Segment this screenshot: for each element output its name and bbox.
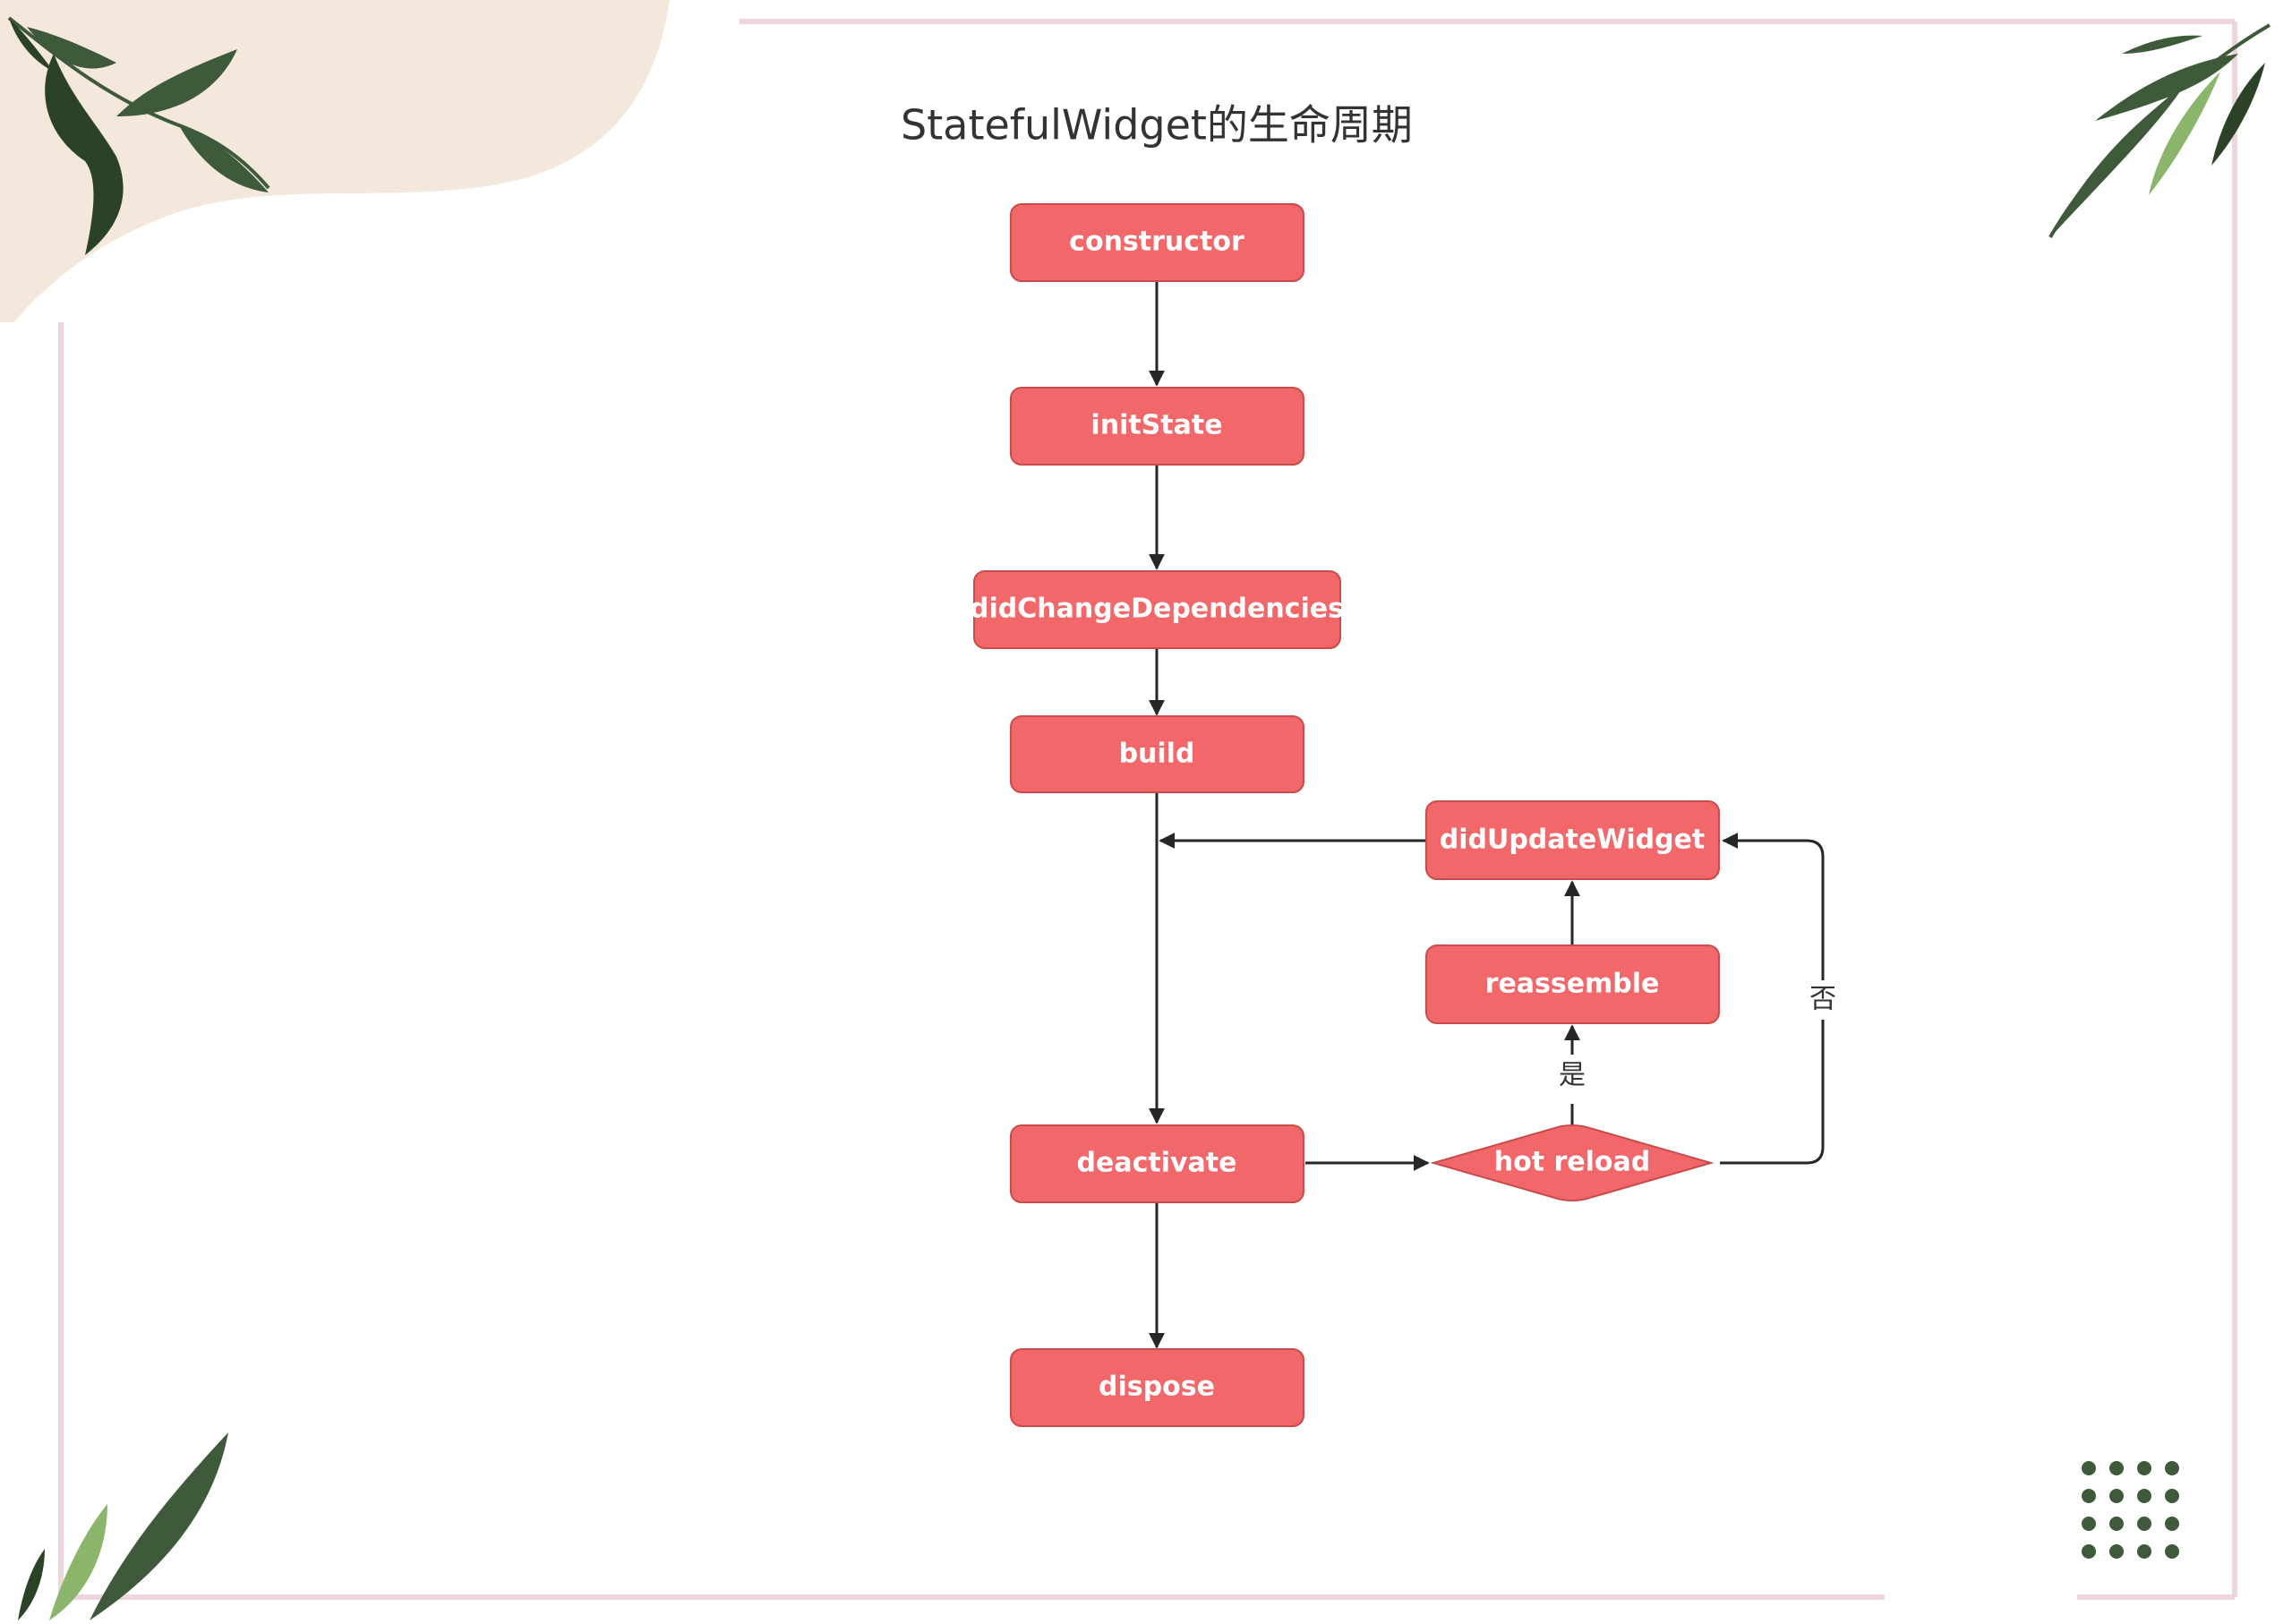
edge-label-no-bg xyxy=(1807,980,1839,1020)
node-label: initState xyxy=(1090,410,1222,441)
node-label: build xyxy=(1119,739,1195,770)
node-reassemble[interactable]: reassemble xyxy=(1425,944,1720,1024)
node-label: constructor xyxy=(1069,227,1244,258)
node-deactivate[interactable]: deactivate xyxy=(1010,1124,1304,1203)
edge-label-yes: 是 xyxy=(1559,1060,1586,1091)
node-label: deactivate xyxy=(1077,1148,1237,1179)
node-label: didUpdateWidget xyxy=(1440,825,1705,856)
node-label: reassemble xyxy=(1485,969,1660,1000)
node-didchangedependencies[interactable]: didChangeDependencies xyxy=(970,570,1344,649)
leaf-branch-icon xyxy=(18,1432,228,1620)
leaf-branch-icon xyxy=(2048,23,2271,238)
node-constructor[interactable]: constructor xyxy=(1010,203,1304,282)
node-label: dispose xyxy=(1099,1372,1215,1403)
node-hot-reload[interactable]: hot reload xyxy=(1430,1124,1715,1201)
node-build[interactable]: build xyxy=(1010,715,1304,793)
dot-grid-icon xyxy=(2082,1461,2179,1559)
node-label: didChangeDependencies xyxy=(970,594,1344,625)
node-dispose[interactable]: dispose xyxy=(1010,1348,1304,1427)
diagram-title: StatefulWidget的生命周期 xyxy=(901,101,1413,150)
node-didupdatewidget[interactable]: didUpdateWidget xyxy=(1425,800,1720,880)
page-frame xyxy=(58,19,2237,1600)
edge-label-no: 否 xyxy=(1809,984,1836,1015)
leaf-branch-icon xyxy=(7,16,270,255)
node-initstate[interactable]: initState xyxy=(1010,387,1304,466)
node-label: hot reload xyxy=(1494,1147,1651,1178)
